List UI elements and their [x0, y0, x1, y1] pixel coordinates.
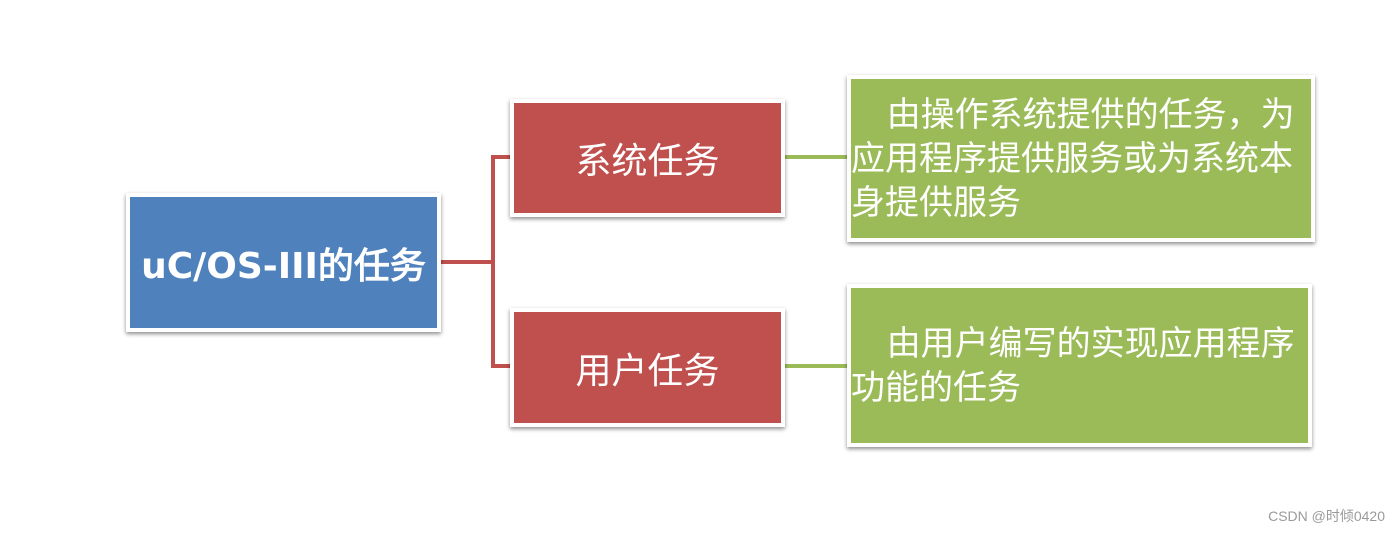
- user-task-description: 由用户编写的实现应用程序功能的任务: [851, 323, 1295, 408]
- system-task-description-box: 由操作系统提供的任务，为应用程序提供服务或为系统本身提供服务: [847, 75, 1315, 242]
- root-node-label: uC/OS-III的任务: [141, 245, 426, 287]
- root-node: uC/OS-III的任务: [126, 193, 441, 332]
- user-task-description-box: 由用户编写的实现应用程序功能的任务: [847, 284, 1312, 447]
- system-task-node: 系统任务: [510, 99, 785, 217]
- system-task-description: 由操作系统提供的任务，为应用程序提供服务或为系统本身提供服务: [851, 94, 1295, 223]
- user-task-node: 用户任务: [510, 308, 785, 427]
- watermark: CSDN @时倾0420: [1268, 508, 1385, 524]
- connector-to-system-task: [491, 155, 510, 368]
- system-task-label: 系统任务: [575, 141, 720, 182]
- user-task-label: 用户任务: [575, 350, 720, 392]
